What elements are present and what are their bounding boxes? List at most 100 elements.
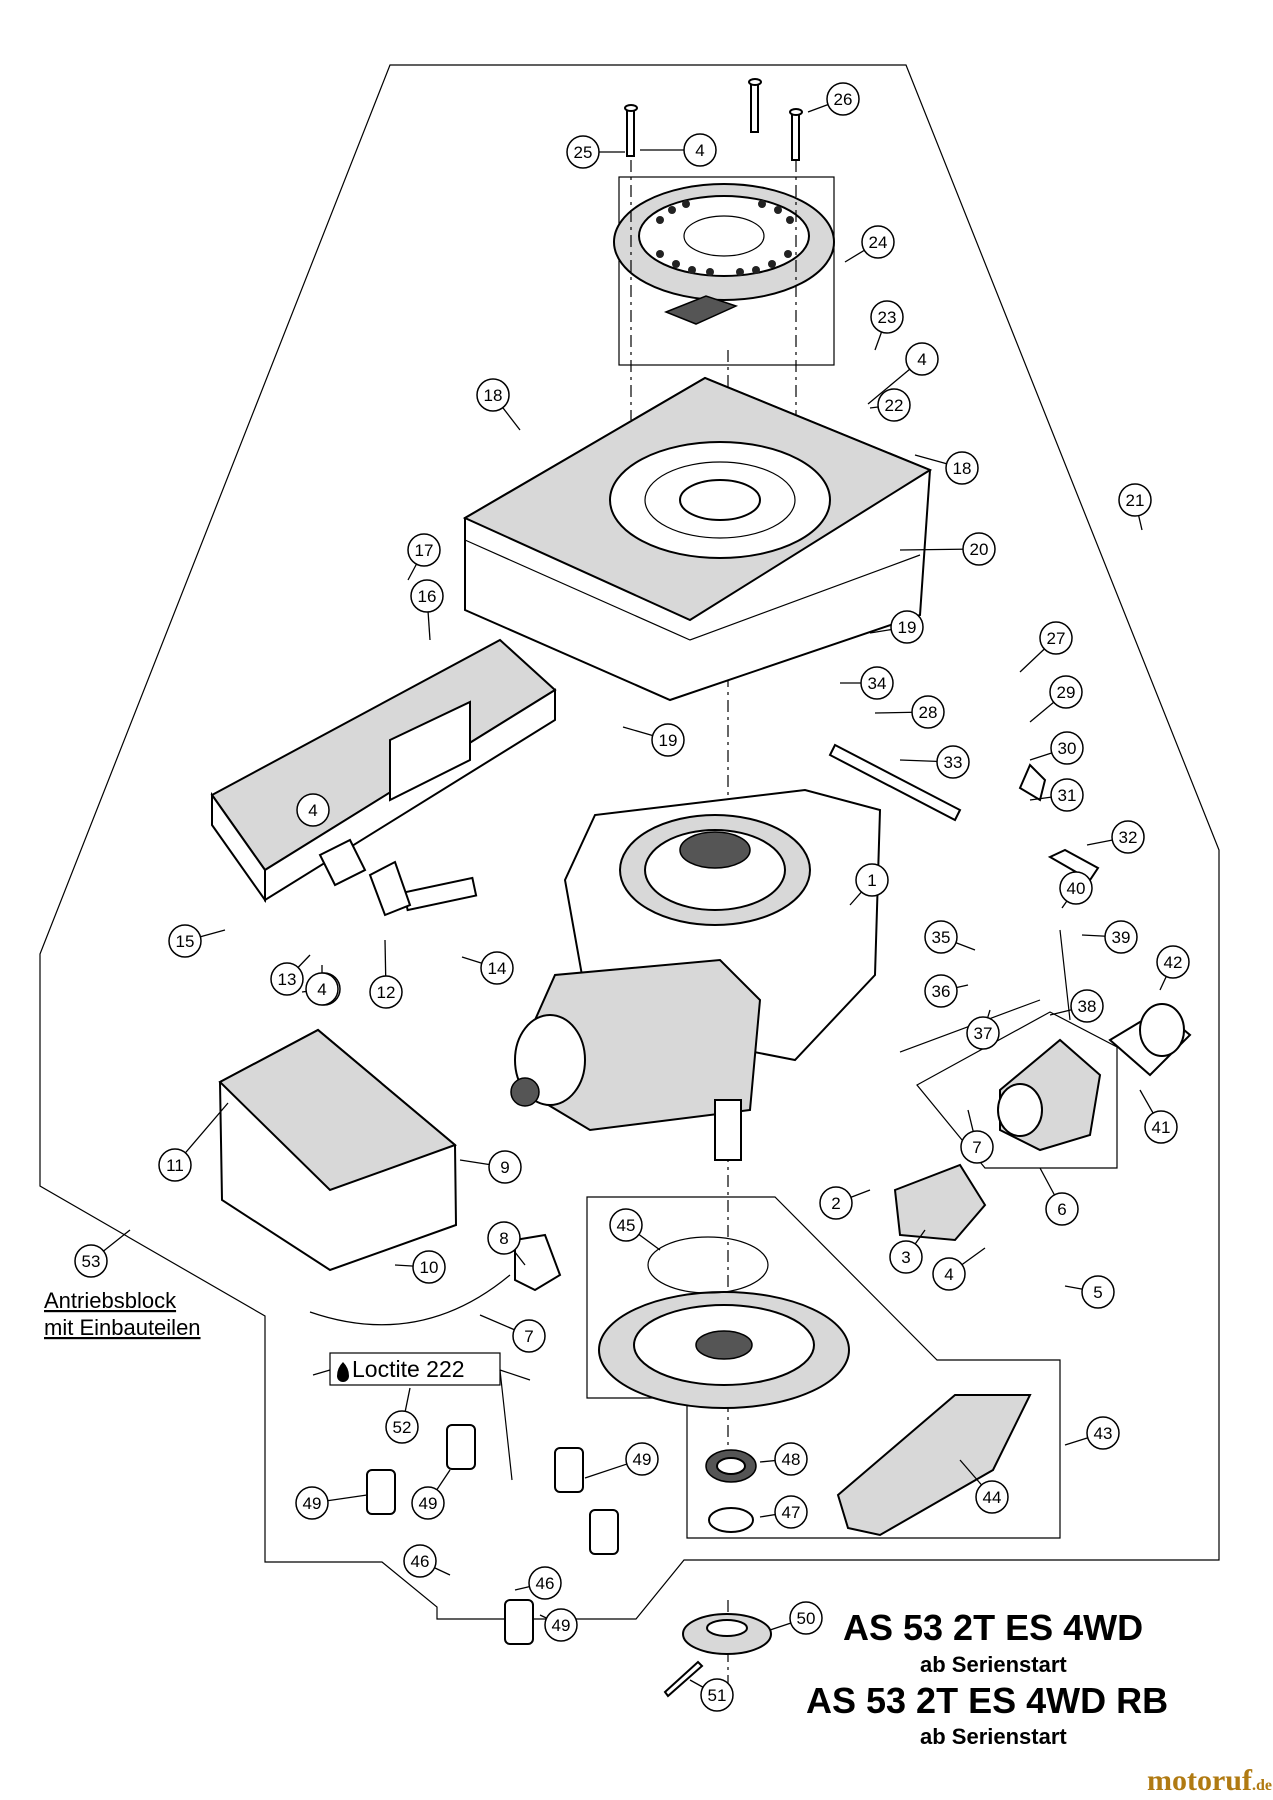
callout-47: 47 [759,1495,808,1529]
callout-number: 2 [831,1194,840,1213]
callout-50: 50 [769,1601,823,1635]
callout-11: 11 [158,1102,229,1182]
callout-number: 50 [797,1609,816,1628]
callout-number: 37 [974,1024,993,1043]
callout-29: 29 [1029,675,1083,723]
callout-4: 4 [932,1247,986,1291]
callout-circle [700,1678,734,1712]
callout-14: 14 [461,951,514,985]
callout-number: 31 [1058,786,1077,805]
callout-number: 14 [488,959,507,978]
callout-circle [905,342,939,376]
callout-number: 30 [1058,739,1077,758]
callout-number: 4 [308,801,317,820]
callout-number: 44 [983,1488,1002,1507]
callout-5: 5 [1064,1275,1115,1309]
callout-20: 20 [899,532,996,566]
callout-18: 18 [914,451,979,485]
callout-number: 27 [1047,629,1066,648]
callout-circle [411,1486,445,1520]
callout-number: 22 [885,396,904,415]
callout-circle [369,975,403,1009]
callout-circle [488,1150,522,1184]
callout-number: 45 [617,1216,636,1235]
assembly-boundary [39,64,1220,1620]
callout-circle [911,695,945,729]
callout-circle [789,1601,823,1635]
callout-number: 41 [1152,1118,1171,1137]
callout-number: 26 [834,90,853,109]
muffler [210,638,557,904]
callout-number: 35 [932,928,951,947]
callout-circle [1081,1275,1115,1309]
callout-circle [1050,778,1084,812]
callout-48: 48 [759,1442,808,1476]
bearing-seal [705,1449,757,1533]
callout-40: 40 [1059,871,1093,909]
callout-number: 18 [953,459,972,478]
callout-circle [1144,1110,1178,1144]
callout-4: 4 [305,965,339,1006]
callout-number: 36 [932,982,951,1001]
callout-circle [270,962,304,996]
callout-circle [966,1016,1000,1050]
pulley [663,1613,772,1698]
callout-42: 42 [1156,945,1190,991]
callout-44: 44 [959,1459,1009,1514]
callout-12: 12 [369,939,403,1009]
callout-23: 23 [870,300,904,351]
brand-watermark: motoruf.de [1147,1764,1272,1797]
callout-13: 13 [270,954,311,996]
callout-circle [407,533,441,567]
callout-circle [295,1486,329,1520]
callout-38: 38 [1049,989,1104,1023]
callout-number: 40 [1067,879,1086,898]
callout-51: 51 [689,1678,734,1712]
callout-number: 29 [1057,683,1076,702]
callout-17: 17 [407,533,441,581]
callout-circle [480,951,514,985]
callout-number: 18 [484,386,503,405]
callout-number: 38 [1078,997,1097,1016]
callout-28: 28 [874,695,945,729]
callout-36: 36 [924,974,969,1008]
callout-number: 53 [82,1252,101,1271]
callout-number: 17 [415,541,434,560]
throttle-linkage [828,743,1100,1053]
callout-circle [1039,621,1073,655]
callout-43: 43 [1064,1416,1120,1450]
callout-circle [609,1208,643,1242]
callout-circle [924,974,958,1008]
callout-number: 19 [898,618,917,637]
callout-1: 1 [849,863,889,906]
callout-circle [410,579,444,613]
callout-circle [889,1240,923,1274]
callout-circle [1156,945,1190,979]
callout-16: 16 [410,579,444,641]
callout-circle [924,920,958,954]
callout-circle [962,532,996,566]
callout-number: 12 [377,983,396,1002]
intake-manifold [893,1163,987,1242]
callout-6: 6 [1039,1167,1079,1226]
callout-number: 49 [303,1494,322,1513]
callout-circle [861,225,895,259]
callout-46: 46 [514,1566,562,1600]
callout-circle [385,1410,419,1444]
callout-number: 5 [1093,1283,1102,1302]
starter-frame [618,176,835,366]
callout-number: 21 [1126,491,1145,510]
callout-circle [512,1319,546,1353]
callout-circle [1050,731,1084,765]
callout-number: 43 [1094,1424,1113,1443]
callout-number: 51 [708,1686,727,1705]
callout-7: 7 [960,1109,994,1164]
callout-41: 41 [1139,1089,1178,1144]
callout-circle [1111,820,1145,854]
callout-number: 9 [500,1158,509,1177]
callout-number: 10 [420,1258,439,1277]
callout-15: 15 [168,924,226,958]
callout-circle [774,1495,808,1529]
intake-flange [1108,1003,1192,1077]
